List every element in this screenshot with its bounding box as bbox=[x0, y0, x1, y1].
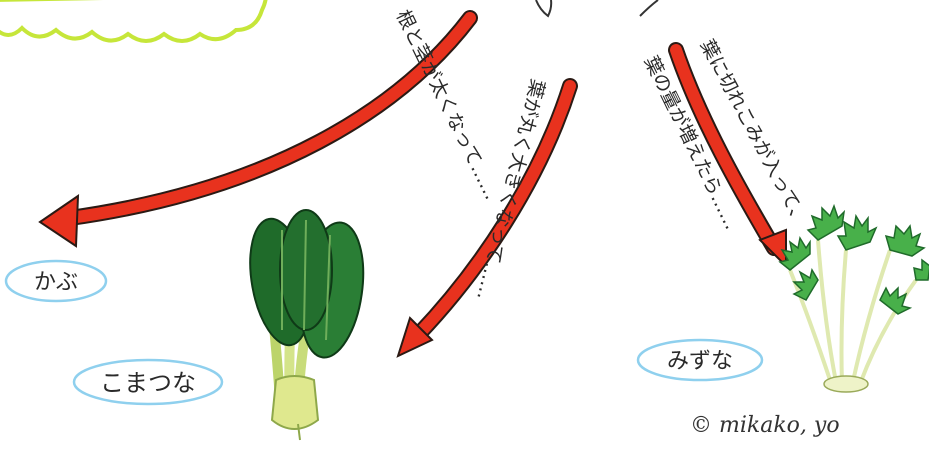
label-kabu-text: かぶ bbox=[34, 270, 78, 295]
sketch-mark bbox=[535, 0, 553, 18]
mizuna-illustration bbox=[778, 203, 929, 393]
copyright-text: © mikako, yo bbox=[690, 413, 840, 438]
cloud-shape bbox=[0, 0, 268, 43]
label-kabu: かぶ bbox=[4, 259, 108, 303]
label-mizuna: みずな bbox=[636, 338, 764, 382]
komatsuna-illustration bbox=[249, 209, 365, 441]
arrow-left bbox=[38, 10, 478, 248]
label-komatsuna: こまつな bbox=[72, 358, 224, 406]
arrow-right bbox=[668, 42, 787, 269]
sketch-mark bbox=[639, 0, 659, 17]
arrow-middle bbox=[396, 78, 578, 358]
label-komatsuna-text: こまつな bbox=[100, 369, 196, 397]
label-mizuna-text: みずな bbox=[667, 349, 733, 374]
